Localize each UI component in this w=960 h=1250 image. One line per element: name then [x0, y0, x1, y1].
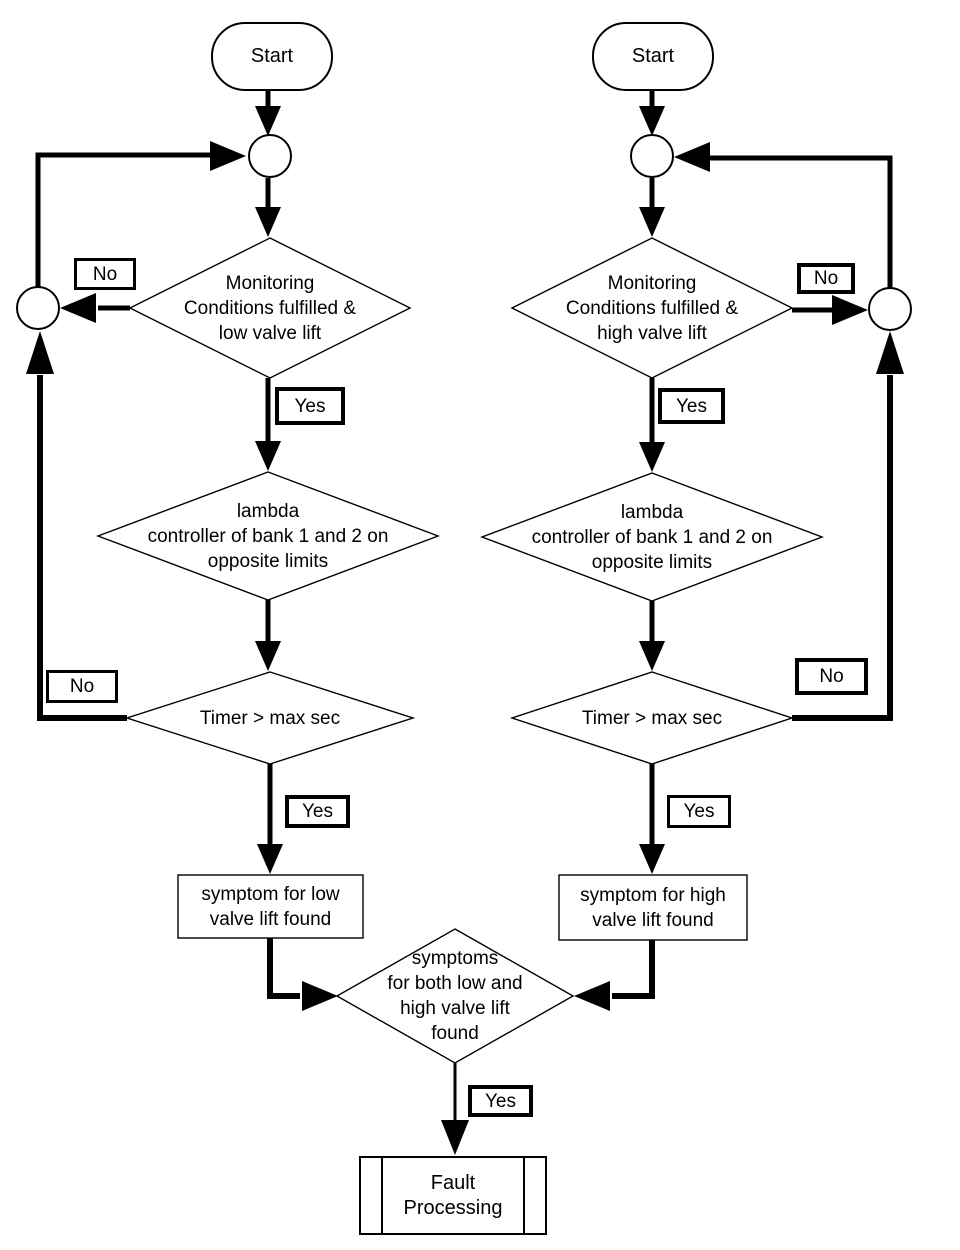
yes-label-merge: Yes: [468, 1085, 533, 1117]
process-symptom-high-label: symptom for high valve lift found: [580, 884, 726, 931]
yes-label-monitoring-right: Yes: [658, 388, 725, 424]
decision-monitoring-high-label: Monitoring Conditions fulfilled & high v…: [565, 272, 739, 344]
arrowhead-right-icon: [210, 141, 246, 171]
arrowhead-down-icon: [255, 207, 281, 237]
no-label-monitoring-right: No: [797, 263, 855, 294]
start-terminator-left: [211, 22, 333, 91]
junction-circle-left-top: [248, 134, 292, 178]
flow-timer-no-right: [792, 375, 893, 721]
no-label-timer-right: No: [795, 658, 868, 695]
arrowhead-left-icon: [574, 981, 610, 1011]
flow-timer-no-left: [37, 375, 127, 721]
arrowhead-right-icon: [302, 981, 338, 1011]
flow-symptom-to-merge-left: [267, 938, 300, 999]
arrowhead-left-icon: [674, 142, 710, 172]
right-branch-connectors: [574, 90, 904, 1011]
arrowhead-down-icon: [639, 207, 665, 237]
fault-processing-label: Fault Processing: [403, 1171, 503, 1219]
left-branch-connectors: [26, 90, 338, 1011]
arrowhead-right-icon: [832, 295, 868, 325]
arrowhead-left-icon: [60, 293, 96, 323]
no-label-timer-left: No: [46, 670, 118, 703]
decision-both-symptoms-label: symptoms for both low and high valve lif…: [387, 948, 523, 1044]
junction-circle-right-top: [630, 134, 674, 178]
arrowhead-down-icon: [257, 844, 283, 874]
decision-timer-right-label: Timer > max sec: [581, 707, 723, 729]
decision-lambda-left-label: lambda controller of bank 1 and 2 on opp…: [147, 500, 389, 572]
arrowhead-down-icon: [639, 641, 665, 671]
arrowhead-down-icon: [639, 844, 665, 874]
junction-circle-right-side: [868, 287, 912, 331]
yes-label-timer-right: Yes: [667, 795, 731, 828]
process-symptom-low-label: symptom for low valve lift found: [201, 883, 340, 930]
flow-symptom-to-merge-right: [612, 940, 655, 999]
arrowhead-up-icon: [26, 331, 54, 374]
fault-processing-shape: [359, 1156, 547, 1235]
start-label-left: Start: [250, 45, 294, 67]
arrowhead-down-icon: [255, 106, 281, 136]
yes-label-monitoring-left: Yes: [275, 387, 345, 425]
arrowhead-down-icon: [255, 641, 281, 671]
arrowhead-down-icon: [639, 106, 665, 136]
arrowhead-down-icon: [255, 441, 281, 471]
arrowhead-down-icon: [441, 1120, 469, 1155]
flow-sidejunction-to-topjunction-right: [710, 155, 893, 288]
junction-circle-left-side: [16, 286, 60, 330]
yes-label-timer-left: Yes: [285, 795, 350, 828]
start-label-right: Start: [631, 45, 675, 67]
decision-lambda-right-label: lambda controller of bank 1 and 2 on opp…: [531, 501, 773, 573]
decision-monitoring-low-label: Monitoring Conditions fulfilled & low va…: [183, 272, 357, 344]
flow-sidejunction-to-topjunction-left: [35, 152, 212, 288]
no-label-monitoring-left: No: [74, 258, 136, 290]
arrowhead-up-icon: [876, 331, 904, 374]
decision-timer-left-label: Timer > max sec: [199, 707, 341, 729]
merge-connectors: [441, 1063, 469, 1155]
arrowhead-down-icon: [639, 442, 665, 472]
